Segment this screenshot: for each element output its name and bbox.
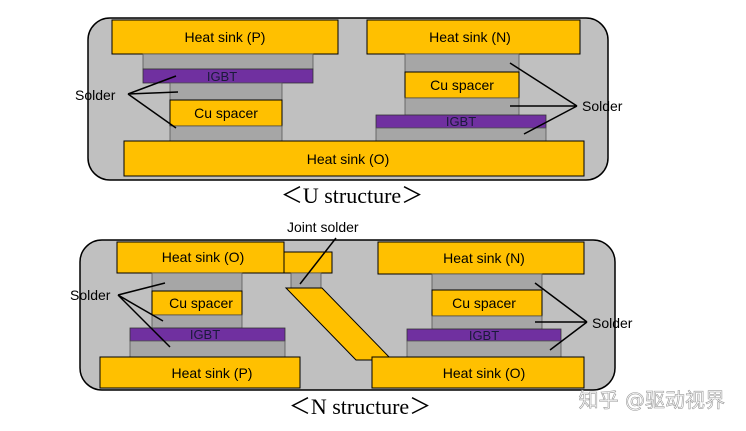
n-structure-caption: ＜N structure＞	[289, 394, 431, 419]
u-solder-right-3	[375, 127, 547, 142]
u-solder-left-label: Solder	[75, 87, 116, 103]
u-heat-sink-p	[111, 19, 339, 55]
n-solder-right-leader	[534, 282, 588, 351]
n-solder-left-label: Solder	[70, 287, 111, 303]
u-solder-right-2	[404, 97, 520, 116]
n-heat-sink-o-top-label: Heat sink (O)	[162, 249, 244, 265]
n-cu-spacer-left	[151, 290, 243, 316]
u-structure-diagram: Heat sink (P) Heat sink (N) IGBT Cu spac…	[75, 17, 623, 208]
u-heat-sink-o	[123, 140, 585, 177]
n-joint-solder-leader	[299, 237, 337, 285]
n-solder-right-label: Solder	[592, 315, 633, 331]
u-heat-sink-n	[366, 19, 581, 55]
u-solder-right-label: Solder	[582, 98, 623, 114]
zhihu-watermark: 知乎 @驱动视界	[579, 388, 725, 412]
n-heat-sink-o-bottom	[371, 356, 585, 389]
u-heat-sink-p-label: Heat sink (P)	[185, 29, 266, 45]
n-solder-left-1	[151, 272, 243, 292]
n-heat-sink-p	[99, 356, 301, 389]
u-solder-right-leader	[509, 62, 578, 135]
n-heat-sink-n-label: Heat sink (N)	[443, 250, 525, 266]
u-cu-spacer-left	[169, 99, 283, 127]
u-solder-right-1	[404, 53, 520, 73]
n-cu-spacer-left-label: Cu spacer	[169, 295, 233, 311]
u-cu-spacer-right-label: Cu spacer	[430, 77, 494, 93]
u-heat-sink-n-label: Heat sink (N)	[429, 29, 511, 45]
u-heat-sink-o-label: Heat sink (O)	[307, 151, 389, 167]
u-structure-caption: ＜U structure＞	[281, 183, 423, 208]
u-solder-left-3	[169, 125, 283, 142]
n-solder-right-3	[406, 340, 562, 359]
n-connector-top-tab	[283, 251, 333, 274]
n-heat-sink-n	[377, 241, 585, 275]
u-solder-left-2	[169, 82, 283, 101]
n-heat-sink-p-label: Heat sink (P)	[172, 365, 253, 381]
u-solder-left-leader	[127, 75, 179, 129]
n-igbt-left-label: IGBT	[190, 327, 220, 342]
u-cu-spacer-left-label: Cu spacer	[194, 105, 258, 121]
n-heat-sink-o-bottom-label: Heat sink (O)	[443, 365, 525, 381]
n-heat-sink-o-top	[116, 241, 285, 274]
n-solder-left-leader	[117, 282, 171, 348]
n-solder-left-3	[129, 340, 286, 358]
n-structure-diagram: Heat sink (O) Joint solder Heat sink (N)…	[70, 219, 633, 419]
n-igbt-right-label: IGBT	[469, 328, 499, 343]
n-cu-spacer-right	[431, 289, 543, 317]
u-solder-left-1	[142, 53, 314, 70]
n-cu-spacer-right-label: Cu spacer	[452, 295, 516, 311]
u-igbt-left-label: IGBT	[207, 69, 237, 84]
u-igbt-right-label: IGBT	[446, 114, 476, 129]
n-joint-solder-label: Joint solder	[287, 219, 359, 235]
n-solder-right-1	[431, 273, 543, 291]
